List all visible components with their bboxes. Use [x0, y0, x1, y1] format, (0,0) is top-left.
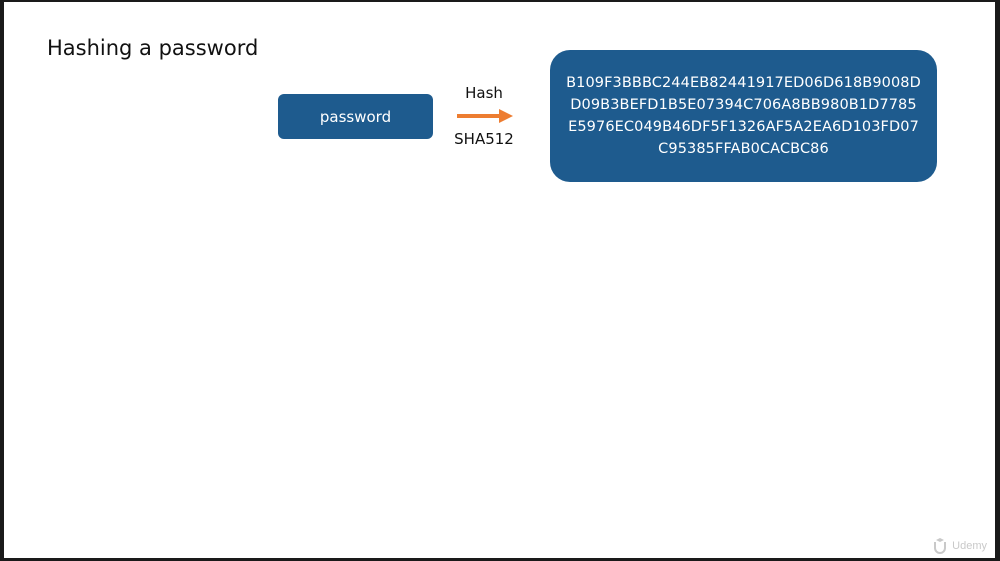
password-box: password: [278, 94, 433, 139]
hash-line: C95385FFAB0CACBC86: [658, 141, 829, 157]
hash-line: B109F3BBBC244EB82441917ED06D618B9008D: [566, 75, 921, 91]
hash-line: E5976EC049B46DF5F1326AF5A2EA6D103FD07: [568, 119, 919, 135]
arrow-bottom-label: SHA512: [454, 130, 514, 148]
password-label: password: [319, 107, 392, 126]
watermark-label: Udemy: [952, 540, 987, 552]
slide-title: Hashing a password: [47, 36, 259, 60]
udemy-watermark: Udemy: [932, 538, 987, 554]
udemy-logo-icon: [934, 538, 947, 554]
hash-line: D09B3BEFD1B5E07394C706A8BB980B1D7785: [570, 97, 917, 113]
slide: Hashing a password password Hash SHA512 …: [4, 2, 995, 558]
arrow-top-label: Hash: [465, 84, 503, 102]
hash-output-box: B109F3BBBC244EB82441917ED06D618B9008D D0…: [550, 50, 937, 182]
arrow-right-icon: [457, 109, 513, 123]
